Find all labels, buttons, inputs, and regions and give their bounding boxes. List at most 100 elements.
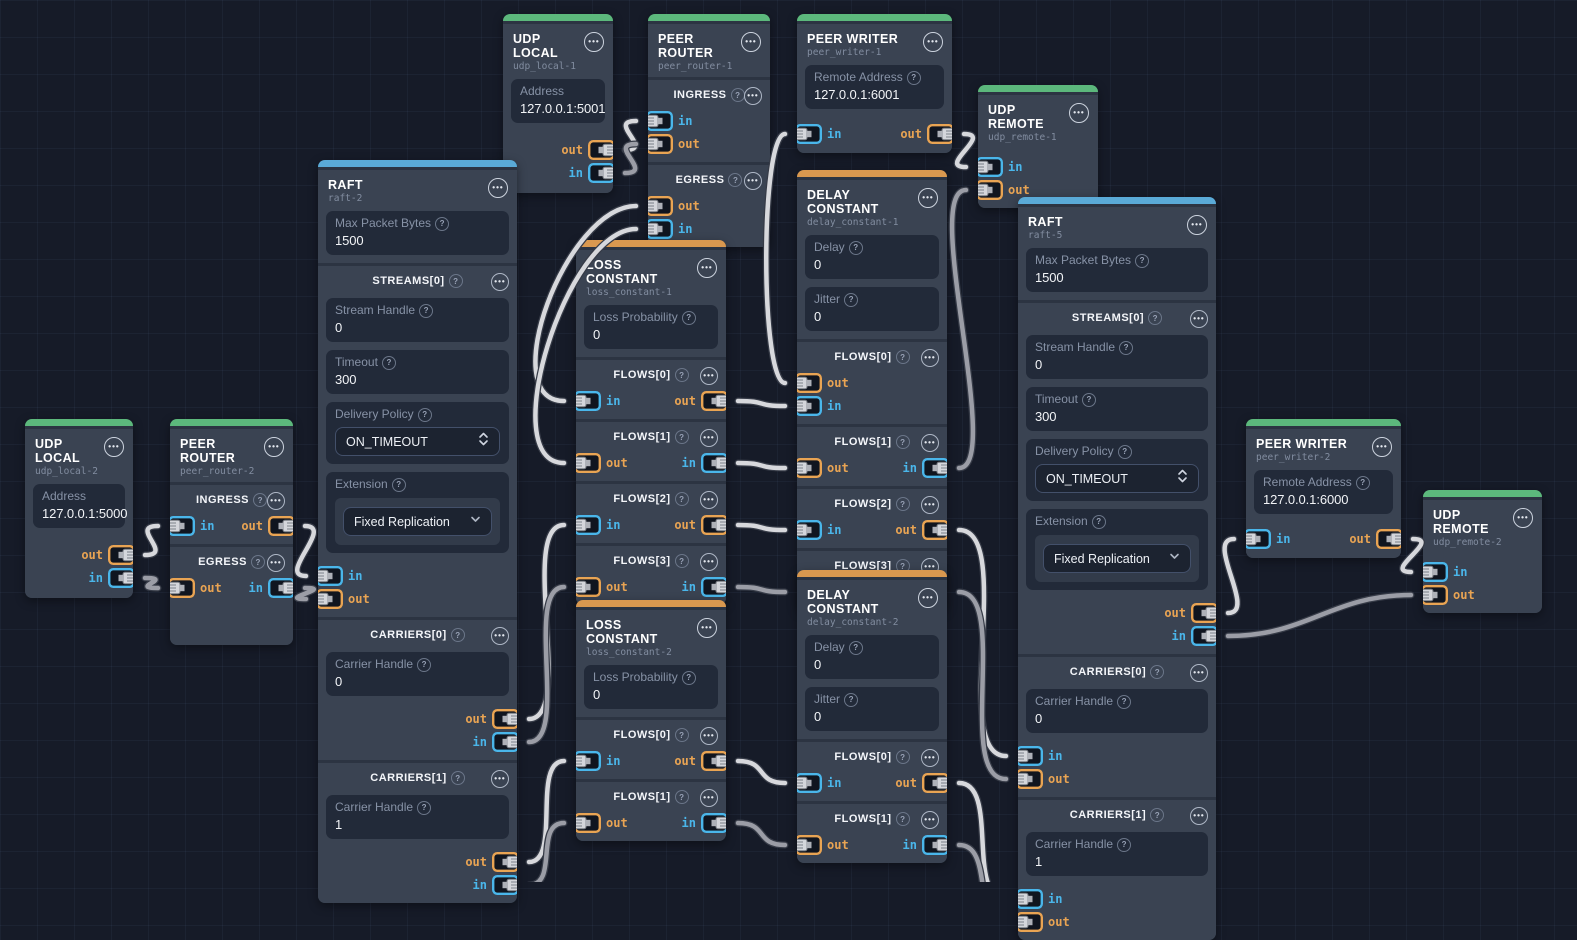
- help-icon[interactable]: ?: [448, 274, 463, 288]
- help-icon[interactable]: ?: [844, 292, 859, 307]
- port-in[interactable]: in: [473, 732, 517, 752]
- port-in[interactable]: in: [682, 453, 726, 473]
- ellipsis-menu-icon[interactable]: •••: [491, 627, 509, 645]
- ellipsis-menu-icon[interactable]: •••: [918, 588, 938, 608]
- field-stream-handle[interactable]: Stream Handle?0: [326, 298, 509, 342]
- help-icon[interactable]: ?: [1117, 444, 1132, 459]
- port-in[interactable]: in: [682, 813, 726, 833]
- port-connector-out-icon[interactable]: [701, 515, 726, 535]
- port-connector-out-icon[interactable]: [1423, 585, 1448, 605]
- field-jitter[interactable]: Jitter?0: [805, 287, 939, 331]
- port-out[interactable]: out: [465, 709, 517, 729]
- ellipsis-menu-icon[interactable]: •••: [921, 434, 939, 452]
- field-delay[interactable]: Delay?0: [805, 235, 939, 279]
- port-connector-in-icon[interactable]: [701, 813, 726, 833]
- ellipsis-menu-icon[interactable]: •••: [104, 437, 124, 457]
- field-max-packet-bytes[interactable]: Max Packet Bytes?1500: [1026, 248, 1208, 292]
- port-in[interactable]: in: [576, 751, 620, 771]
- port-out[interactable]: out: [170, 578, 222, 598]
- help-icon[interactable]: ?: [674, 554, 689, 568]
- port-in[interactable]: in: [576, 515, 620, 535]
- port-out[interactable]: out: [1018, 912, 1070, 932]
- port-connector-in-icon[interactable]: [797, 396, 822, 416]
- port-in[interactable]: in: [1172, 626, 1216, 646]
- port-connector-in-icon[interactable]: [648, 111, 673, 131]
- port-in[interactable]: in: [682, 577, 726, 597]
- ellipsis-menu-icon[interactable]: •••: [744, 172, 762, 190]
- ellipsis-menu-icon[interactable]: •••: [921, 749, 939, 767]
- port-connector-out-icon[interactable]: [927, 124, 952, 144]
- help-icon[interactable]: ?: [681, 310, 696, 325]
- port-connector-in-icon[interactable]: [318, 566, 343, 586]
- field-loss-probability[interactable]: Loss Probability?0: [584, 665, 718, 709]
- port-out[interactable]: out: [648, 196, 700, 216]
- help-icon[interactable]: ?: [250, 555, 265, 569]
- port-out[interactable]: out: [674, 515, 726, 535]
- field-timeout[interactable]: Timeout?300: [1026, 387, 1208, 431]
- help-icon[interactable]: ?: [1117, 694, 1132, 709]
- port-in[interactable]: in: [797, 773, 841, 793]
- port-connector-in-icon[interactable]: [1018, 746, 1043, 766]
- help-icon[interactable]: ?: [381, 355, 396, 370]
- port-out[interactable]: out: [797, 458, 849, 478]
- help-icon[interactable]: ?: [895, 750, 910, 764]
- help-icon[interactable]: ?: [895, 812, 910, 826]
- port-connector-in-icon[interactable]: [492, 732, 517, 752]
- help-icon[interactable]: ?: [674, 728, 689, 742]
- ellipsis-menu-icon[interactable]: •••: [700, 429, 718, 447]
- port-out[interactable]: out: [576, 577, 628, 597]
- port-out[interactable]: out: [895, 773, 947, 793]
- help-icon[interactable]: ?: [674, 430, 689, 444]
- port-out[interactable]: out: [1349, 529, 1401, 549]
- field-stream-handle[interactable]: Stream Handle?0: [1026, 335, 1208, 379]
- port-connector-out-icon[interactable]: [978, 180, 1003, 200]
- port-connector-out-icon[interactable]: [1018, 769, 1043, 789]
- help-icon[interactable]: ?: [419, 303, 434, 318]
- ellipsis-menu-icon[interactable]: •••: [488, 178, 508, 198]
- port-in[interactable]: in: [170, 516, 214, 536]
- help-icon[interactable]: ?: [1135, 253, 1150, 268]
- port-connector-out-icon[interactable]: [1376, 529, 1401, 549]
- port-out[interactable]: out: [797, 373, 849, 393]
- ellipsis-menu-icon[interactable]: •••: [923, 32, 943, 52]
- port-connector-out-icon[interactable]: [492, 709, 517, 729]
- port-out[interactable]: out: [576, 813, 628, 833]
- port-connector-out-icon[interactable]: [492, 852, 517, 872]
- port-connector-in-icon[interactable]: [701, 577, 726, 597]
- ellipsis-menu-icon[interactable]: •••: [700, 553, 718, 571]
- port-connector-out-icon[interactable]: [922, 520, 947, 540]
- help-icon[interactable]: ?: [1081, 392, 1096, 407]
- field-remote-address[interactable]: Remote Address?127.0.0.1:6000: [1254, 470, 1393, 514]
- help-icon[interactable]: ?: [1355, 475, 1370, 490]
- port-in[interactable]: in: [903, 458, 947, 478]
- port-in[interactable]: in: [797, 124, 841, 144]
- ellipsis-menu-icon[interactable]: •••: [584, 32, 604, 52]
- extension-select[interactable]: Fixed Replication: [1043, 544, 1191, 573]
- port-out[interactable]: out: [674, 751, 726, 771]
- port-connector-out-icon[interactable]: [170, 578, 195, 598]
- ellipsis-menu-icon[interactable]: •••: [744, 87, 762, 105]
- field-carrier-handle[interactable]: Carrier Handle?1: [326, 795, 509, 839]
- port-connector-out-icon[interactable]: [797, 835, 822, 855]
- ellipsis-menu-icon[interactable]: •••: [491, 273, 509, 291]
- help-icon[interactable]: ?: [1148, 311, 1163, 325]
- ellipsis-menu-icon[interactable]: •••: [1069, 103, 1089, 123]
- delivery-policy-select[interactable]: ON_TIMEOUT: [1035, 464, 1199, 493]
- port-out[interactable]: out: [674, 391, 726, 411]
- port-connector-in-icon[interactable]: [978, 157, 1003, 177]
- port-connector-out-icon[interactable]: [318, 589, 343, 609]
- ellipsis-menu-icon[interactable]: •••: [700, 367, 718, 385]
- help-icon[interactable]: ?: [1091, 514, 1106, 529]
- help-icon[interactable]: ?: [450, 771, 465, 785]
- port-in[interactable]: in: [903, 835, 947, 855]
